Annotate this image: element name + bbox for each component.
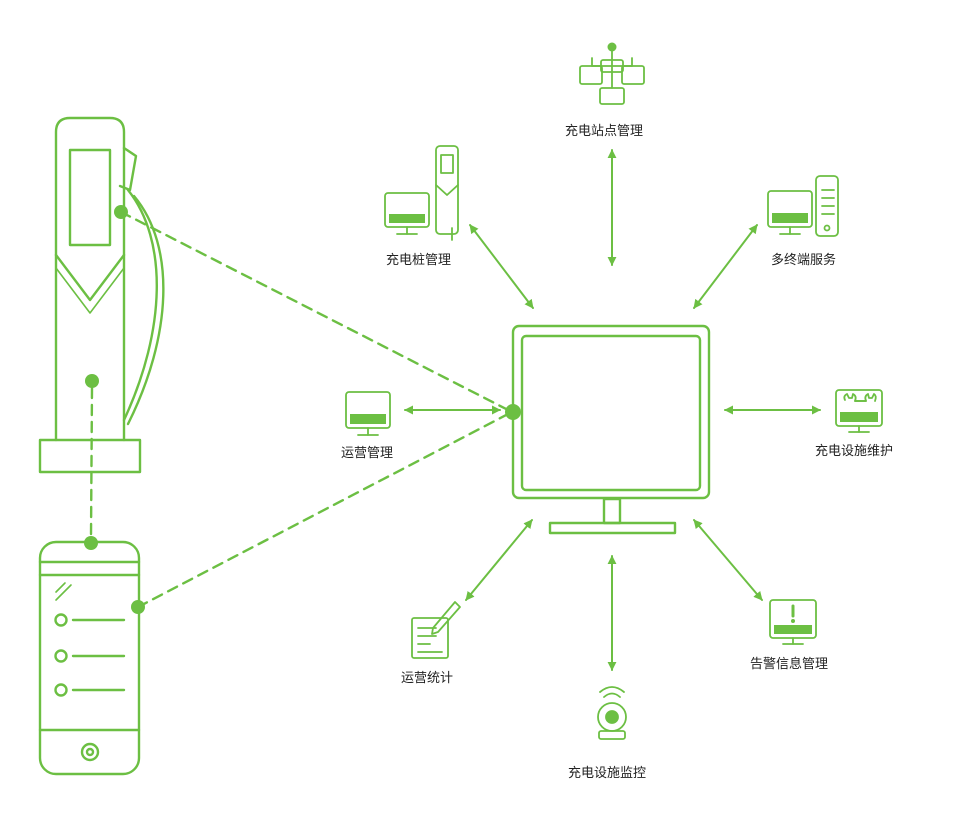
phone-node-top — [84, 536, 98, 550]
central-monitor-icon — [511, 324, 711, 535]
arrow-alarm-mgmt — [693, 519, 763, 601]
label-operation-stats: 运营统计 — [401, 671, 454, 686]
dashed-link-pile-phone — [89, 386, 94, 538]
monitor-icon — [345, 391, 391, 436]
label-facility-maint: 充电设施维护 — [815, 444, 894, 459]
monitor-node — [505, 404, 521, 420]
label-operation-mgmt: 运营管理 — [341, 446, 394, 461]
monitor-pile-icon — [384, 145, 459, 241]
arrow-pile-mgmt — [469, 224, 534, 309]
label-facility-monitor: 充电设施监控 — [568, 766, 647, 781]
alert-monitor-icon — [769, 599, 817, 645]
org-tree-icon — [579, 42, 645, 105]
monitor-phone-icon — [767, 175, 839, 237]
dashed-link-pile-monitor — [119, 210, 514, 414]
phone-icon — [38, 540, 141, 776]
pile-node-bottom — [85, 374, 99, 388]
charging-pile-icon — [38, 116, 165, 474]
label-station-mgmt: 充电站点管理 — [565, 124, 644, 139]
arrow-multi-terminal — [693, 224, 758, 309]
wrench-monitor-icon — [835, 389, 883, 433]
label-multi-terminal: 多终端服务 — [771, 253, 837, 268]
label-alarm-mgmt: 告警信息管理 — [750, 657, 829, 672]
dashed-link-phone-monitor — [136, 410, 514, 609]
label-pile-mgmt: 充电桩管理 — [386, 253, 452, 268]
arrow-operation-stats — [465, 519, 533, 601]
notepad-pen-icon — [411, 601, 461, 659]
webcam-icon — [597, 686, 627, 740]
